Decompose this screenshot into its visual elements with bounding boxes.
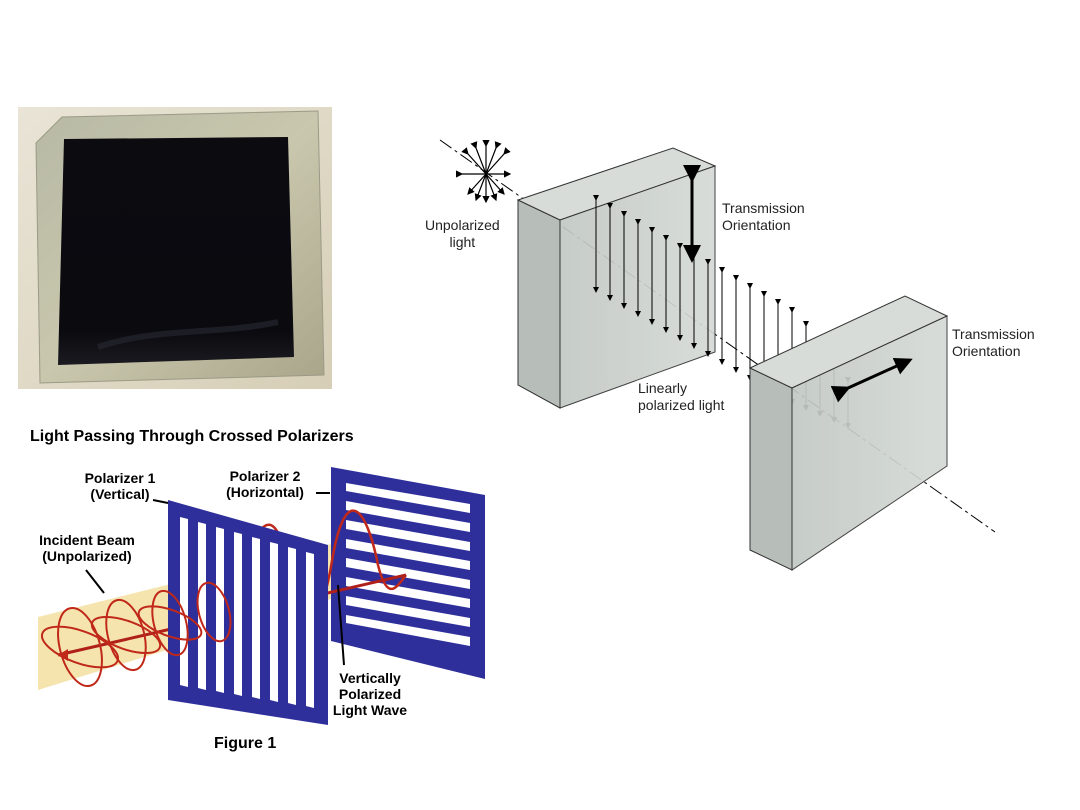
polarization-blocks-diagram: [439, 139, 996, 571]
vertically-polarized-label: Vertically Polarized Light Wave: [332, 670, 408, 718]
linearly-polarized-label: Linearly polarized light: [638, 380, 725, 413]
polarizer2-label: Polarizer 2 (Horizontal): [226, 468, 304, 500]
incident-beam-label: Incident Beam (Unpolarized): [39, 532, 135, 564]
polarizer-block-2: [748, 295, 949, 571]
transmission-orientation-label-1: Transmission Orientation: [722, 200, 805, 233]
polarizer-film-photo: [18, 107, 332, 389]
transmission-arrow-horizontal: [830, 357, 913, 403]
transmission-orientation-label-2: Transmission Orientation: [952, 326, 1035, 359]
figure1-title: Light Passing Through Crossed Polarizers: [30, 428, 354, 445]
crossed-polarizers-diagram: [38, 467, 485, 725]
polarizer1-label: Polarizer 1 (Vertical): [84, 470, 156, 502]
polarizer-block-1: [516, 147, 717, 409]
polarizer2-horizontal: [331, 467, 485, 679]
polarizer1-vertical: [168, 500, 328, 725]
figure1-caption: Figure 1: [214, 735, 277, 752]
unpolarized-light-icon: [456, 140, 512, 204]
unpolarized-light-label: Unpolarized light: [425, 217, 500, 250]
